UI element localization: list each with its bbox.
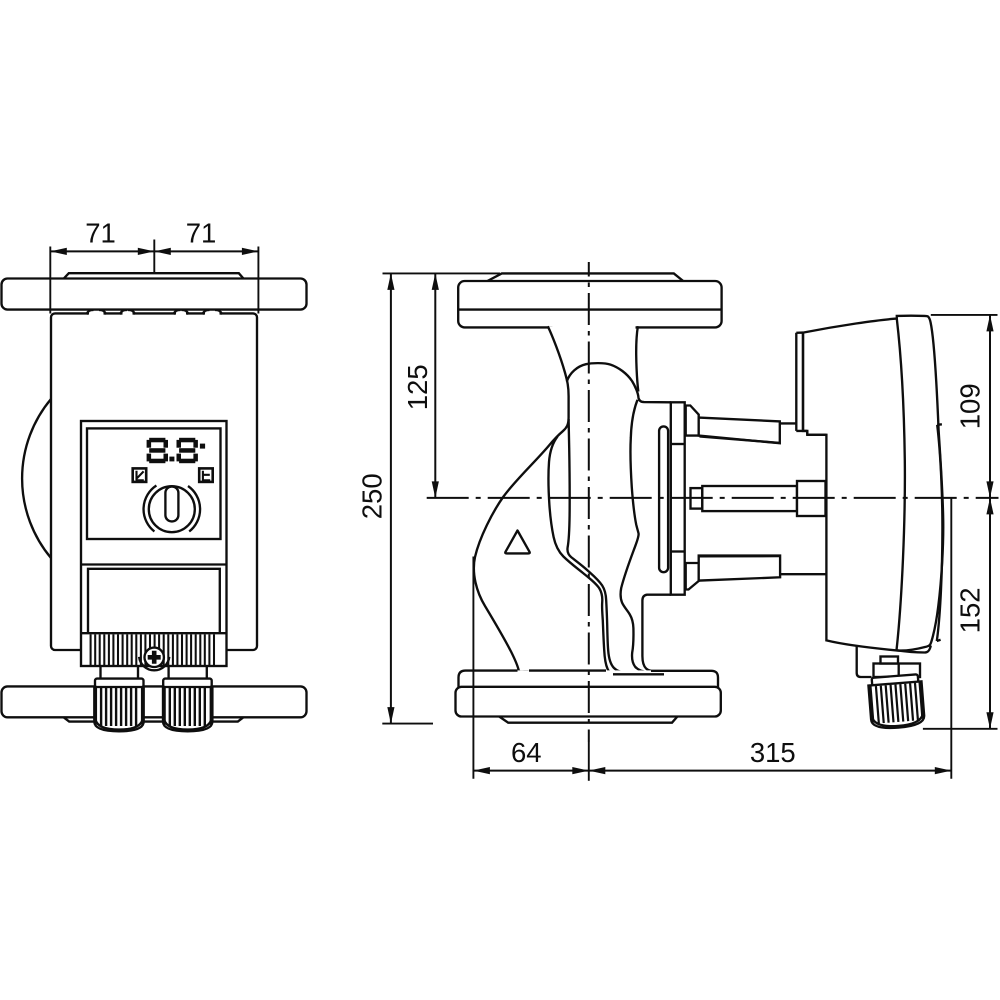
svg-text:109: 109 [955,383,986,429]
svg-text:64: 64 [511,737,542,768]
svg-text:71: 71 [186,218,217,249]
svg-text:71: 71 [85,218,116,249]
svg-text:125: 125 [402,364,433,410]
svg-text:250: 250 [356,473,387,519]
svg-text:315: 315 [750,737,796,768]
svg-text:152: 152 [954,587,985,633]
